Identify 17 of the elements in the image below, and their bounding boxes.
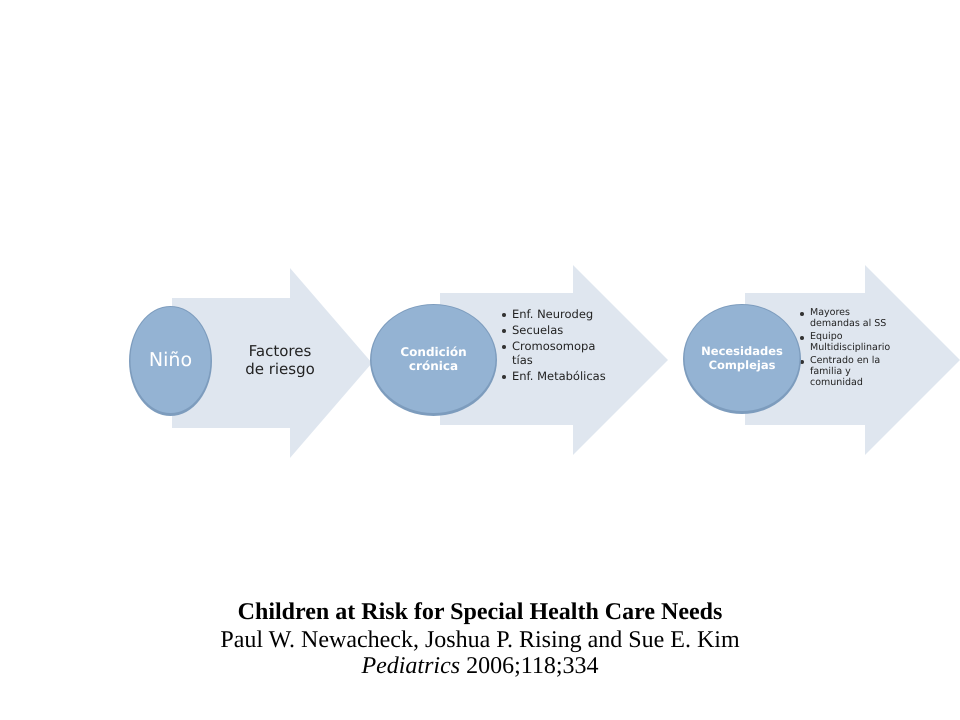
bullet-item: Secuelas [512, 323, 564, 337]
citation-text: Children at Risk for Special Health Care Needs [236, 600, 724, 624]
block-arrow [440, 265, 668, 455]
circle-label: Condición crónica [399, 345, 468, 373]
circle-label: Necesidades Complejas [700, 344, 784, 372]
circle-label: Niño [148, 349, 194, 371]
bullet-item: Enf. Metabólicas [512, 369, 606, 383]
arrow-label: Factores de riesgo [244, 342, 316, 378]
citation-text: Pediatrics 2006;118;334 [360, 654, 600, 678]
bullet-item: Mayores demandas al SS [810, 307, 886, 329]
block-arrow [172, 268, 372, 458]
bullet-item: Equipo Multidisciplinario [810, 331, 890, 353]
block-arrow [745, 265, 960, 455]
bullet-item: Cromosomopa tías [512, 339, 596, 367]
bullet-item: Enf. Neurodeg [512, 307, 594, 321]
citation-text: Paul W. Newacheck, Joshua P. Rising and Sue E. Kim [219, 628, 741, 652]
bullet-item: Centrado en la familia y comunidad [810, 355, 880, 388]
